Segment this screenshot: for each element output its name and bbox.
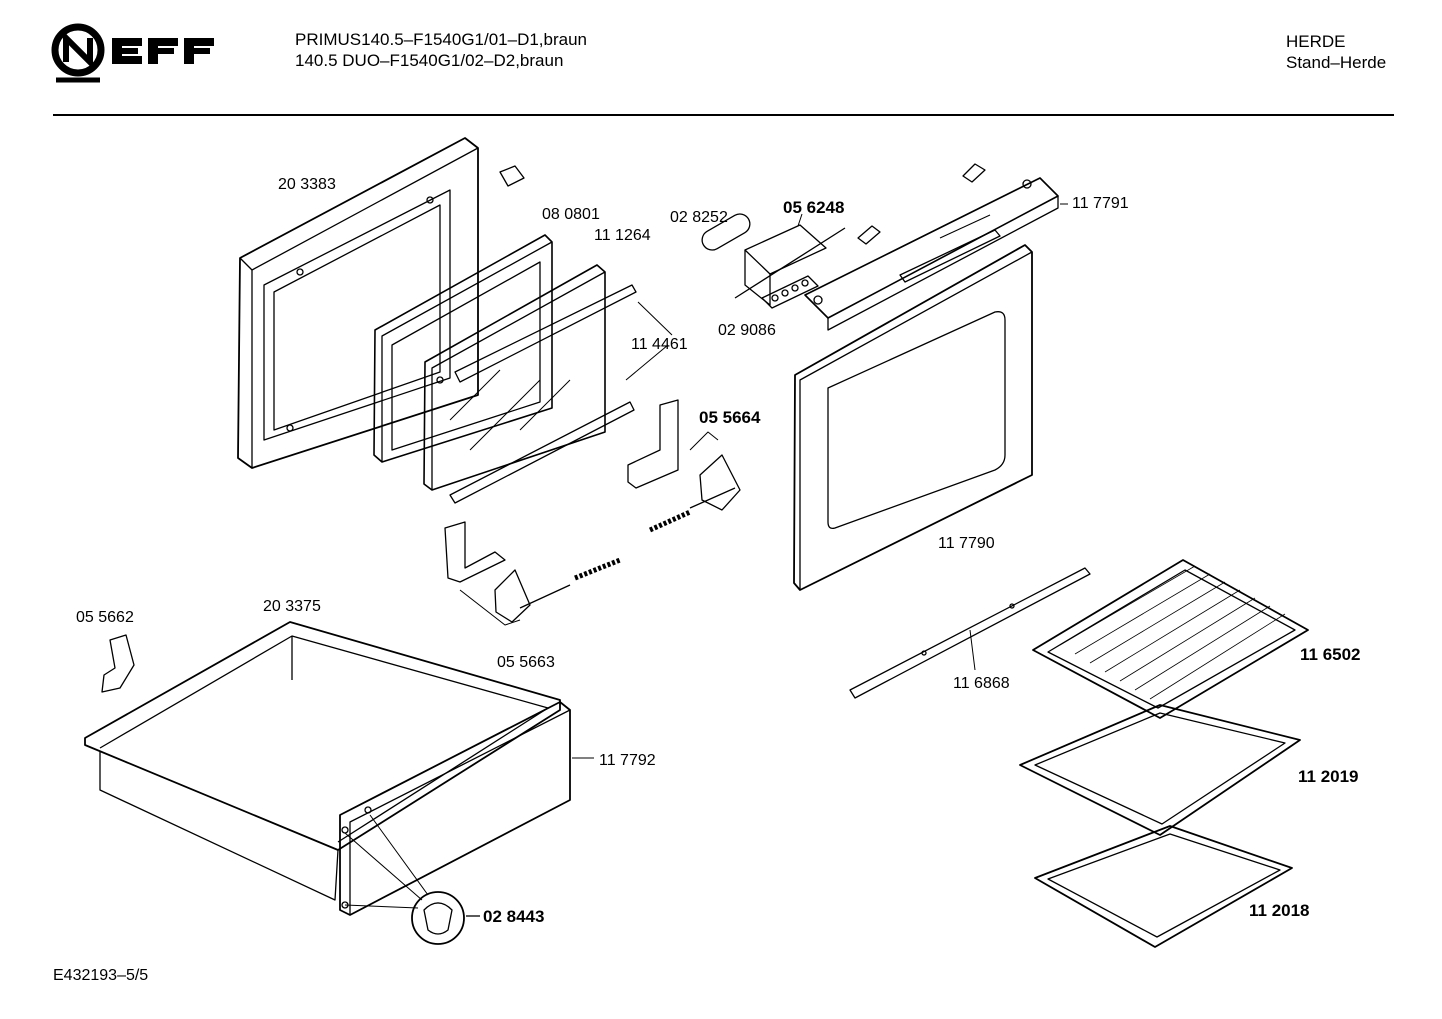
category-subtitle: Stand–Herde — [1286, 53, 1387, 72]
part-label: 11 1264 — [594, 227, 651, 244]
part-label: 02 9086 — [718, 322, 776, 339]
part-label: 02 8252 — [670, 209, 728, 226]
part-label: 05 6248 — [783, 198, 845, 217]
storage-drawer — [84, 621, 561, 901]
neff-logo-icon — [51, 23, 214, 83]
hook-bracket — [101, 634, 135, 693]
flat-baking-sheet — [1034, 825, 1293, 948]
part-label: 11 2018 — [1249, 901, 1310, 920]
oven-side-rail — [849, 567, 1091, 699]
lower-glass-rail — [449, 401, 635, 504]
hinge-right — [627, 399, 741, 533]
outer-door-panel — [793, 244, 1033, 591]
inner-door-frame — [373, 234, 553, 463]
part-label: 05 5663 — [497, 654, 555, 671]
gasket-ring — [701, 213, 751, 251]
door-glass — [423, 264, 606, 491]
drawing-id: E432193–5/5 — [53, 967, 149, 984]
header-divider — [53, 114, 1394, 116]
part-label: 11 7791 — [1072, 195, 1129, 212]
hinge-left — [444, 521, 621, 626]
model-line-1: PRIMUS140.5–F1540G1/01–D1,braun — [295, 30, 588, 49]
part-label: 20 3375 — [263, 598, 321, 615]
part-label: 11 6502 — [1300, 645, 1361, 664]
part-label: 08 0801 — [542, 206, 600, 223]
connector-strip — [761, 275, 819, 309]
lamp-holder — [734, 213, 846, 306]
part-label: 11 7792 — [599, 752, 656, 769]
clip-top-left — [499, 165, 525, 187]
category-block: HERDE Stand–Herde — [1286, 31, 1386, 73]
outer-door-frame — [237, 137, 479, 469]
plug-detail — [411, 891, 465, 945]
baking-tray — [1019, 704, 1301, 836]
part-label: 11 7790 — [938, 535, 995, 552]
top-door-profile — [804, 177, 1059, 331]
model-list: PRIMUS140.5–F1540G1/01–D1,braun 140.5 DU… — [295, 29, 587, 71]
part-label: 20 3383 — [278, 176, 336, 193]
clip-middle — [857, 225, 881, 245]
model-line-2: 140.5 DUO–F1540G1/02–D2,braun — [295, 51, 564, 70]
drawer-front-panel — [339, 701, 571, 916]
part-label: 11 6868 — [953, 675, 1010, 692]
grid-shelf — [1032, 559, 1309, 719]
clip-top-right — [962, 163, 986, 183]
part-label: 11 2019 — [1298, 767, 1359, 786]
part-label: 02 8443 — [483, 907, 545, 926]
upper-glass-rail — [454, 284, 637, 383]
category-title: HERDE — [1286, 32, 1346, 51]
part-label: 11 4461 — [631, 336, 688, 353]
part-label: 05 5662 — [76, 609, 134, 626]
part-label: 05 5664 — [699, 408, 761, 427]
